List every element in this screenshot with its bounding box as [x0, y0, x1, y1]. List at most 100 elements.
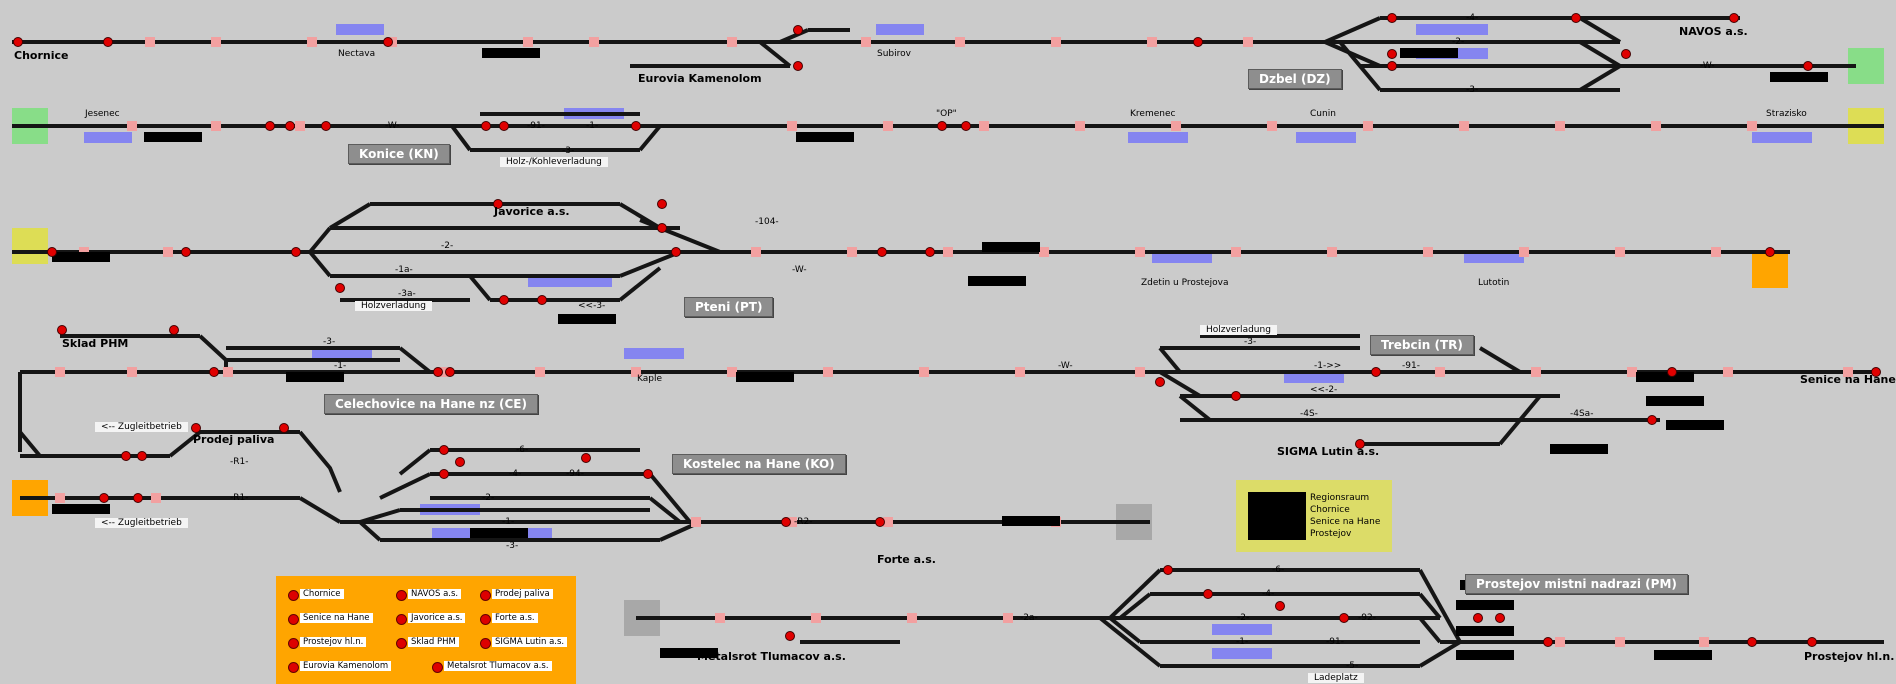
legend-marker-icon [396, 590, 407, 601]
signal-icon[interactable] [137, 451, 147, 461]
track-segment [779, 28, 809, 44]
signal-icon[interactable] [1387, 13, 1397, 23]
signal-icon[interactable] [335, 283, 345, 293]
signal-icon[interactable] [785, 631, 795, 641]
signal-icon[interactable] [631, 121, 641, 131]
signal-icon[interactable] [133, 493, 143, 503]
signal-icon[interactable] [321, 121, 331, 131]
signal-icon[interactable] [191, 423, 201, 433]
signal-icon[interactable] [455, 457, 465, 467]
signal-icon[interactable] [99, 493, 109, 503]
info-line: Chornice [1310, 505, 1350, 515]
signal-icon[interactable] [1387, 61, 1397, 71]
signal-icon[interactable] [657, 223, 667, 233]
track-number: -3- [562, 146, 575, 156]
station-dz[interactable]: Dzbel (DZ) [1248, 69, 1342, 89]
signal-icon[interactable] [445, 367, 455, 377]
train-number-display [1456, 650, 1514, 660]
signal-icon[interactable] [1647, 415, 1657, 425]
track-segment [1338, 40, 1382, 92]
signal-icon[interactable] [1371, 367, 1381, 377]
signal-icon[interactable] [13, 37, 23, 47]
signal-icon[interactable] [1231, 391, 1241, 401]
section-marker [1699, 637, 1709, 647]
signal-icon[interactable] [1495, 613, 1505, 623]
signal-icon[interactable] [481, 121, 491, 131]
section-marker [883, 121, 893, 131]
signal-icon[interactable] [209, 367, 219, 377]
signal-icon[interactable] [499, 121, 509, 131]
signal-icon[interactable] [1871, 367, 1881, 377]
track-segment [1478, 346, 1522, 374]
legend-item: Prodej paliva [492, 589, 553, 599]
signal-icon[interactable] [265, 121, 275, 131]
legend-item: SIGMA Lutin a.s. [492, 637, 568, 647]
signal-icon[interactable] [169, 325, 179, 335]
signal-icon[interactable] [103, 37, 113, 47]
signal-icon[interactable] [877, 247, 887, 257]
signal-icon[interactable] [383, 37, 393, 47]
station-tr[interactable]: Trebcin (TR) [1370, 335, 1474, 355]
train-number-display [1654, 650, 1712, 660]
signal-icon[interactable] [1387, 49, 1397, 59]
signal-icon[interactable] [181, 247, 191, 257]
signal-icon[interactable] [1473, 613, 1483, 623]
signal-icon[interactable] [937, 121, 947, 131]
signal-icon[interactable] [537, 295, 547, 305]
signal-icon[interactable] [1621, 49, 1631, 59]
station-pm[interactable]: Prostejov mistni nadrazi (PM) [1465, 574, 1688, 594]
section-marker [1231, 247, 1241, 257]
signal-icon[interactable] [643, 469, 653, 479]
signal-icon[interactable] [493, 199, 503, 209]
signal-icon[interactable] [1543, 637, 1553, 647]
signal-icon[interactable] [1275, 601, 1285, 611]
signal-icon[interactable] [793, 61, 803, 71]
signal-icon[interactable] [1667, 367, 1677, 377]
signal-icon[interactable] [657, 199, 667, 209]
info-line: Regionsraum [1310, 493, 1370, 503]
signal-icon[interactable] [961, 121, 971, 131]
signal-icon[interactable] [121, 451, 131, 461]
signal-icon[interactable] [285, 121, 295, 131]
signal-icon[interactable] [439, 445, 449, 455]
track-number: -1- [1236, 637, 1249, 647]
train-number-display [796, 132, 854, 142]
signal-icon[interactable] [1355, 439, 1365, 449]
signal-icon[interactable] [499, 295, 509, 305]
signal-icon[interactable] [47, 247, 57, 257]
place-metalsrot: Metalsrot Tlumacov a.s. [697, 650, 846, 663]
signal-icon[interactable] [1571, 13, 1581, 23]
track-number: -94- [566, 469, 584, 479]
track-segment [1108, 568, 1162, 620]
signal-icon[interactable] [671, 247, 681, 257]
signal-icon[interactable] [1193, 37, 1203, 47]
signal-icon[interactable] [1203, 589, 1213, 599]
section-marker [1135, 247, 1145, 257]
station-kn[interactable]: Konice (KN) [348, 144, 450, 164]
signal-icon[interactable] [1807, 637, 1817, 647]
legend-marker-icon [480, 638, 491, 649]
signal-icon[interactable] [439, 469, 449, 479]
occupancy-block [336, 24, 384, 35]
signal-icon[interactable] [279, 423, 289, 433]
station-pt[interactable]: Pteni (PT) [684, 297, 774, 317]
signal-icon[interactable] [1765, 247, 1775, 257]
signal-icon[interactable] [875, 517, 885, 527]
station-ce[interactable]: Celechovice na Hane nz (CE) [324, 394, 538, 414]
signal-icon[interactable] [781, 517, 791, 527]
signal-icon[interactable] [1155, 377, 1165, 387]
signal-icon[interactable] [1747, 637, 1757, 647]
signal-icon[interactable] [57, 325, 67, 335]
signal-icon[interactable] [793, 25, 803, 35]
track-number: -3- [1466, 85, 1479, 95]
signal-icon[interactable] [1729, 13, 1739, 23]
line-endpoint [1752, 252, 1788, 288]
signal-icon[interactable] [433, 367, 443, 377]
signal-icon[interactable] [581, 453, 591, 463]
signal-icon[interactable] [1803, 61, 1813, 71]
signal-icon[interactable] [1339, 613, 1349, 623]
station-ko[interactable]: Kostelec na Hane (KO) [672, 454, 846, 474]
signal-icon[interactable] [925, 247, 935, 257]
signal-icon[interactable] [1163, 565, 1173, 575]
signal-icon[interactable] [291, 247, 301, 257]
